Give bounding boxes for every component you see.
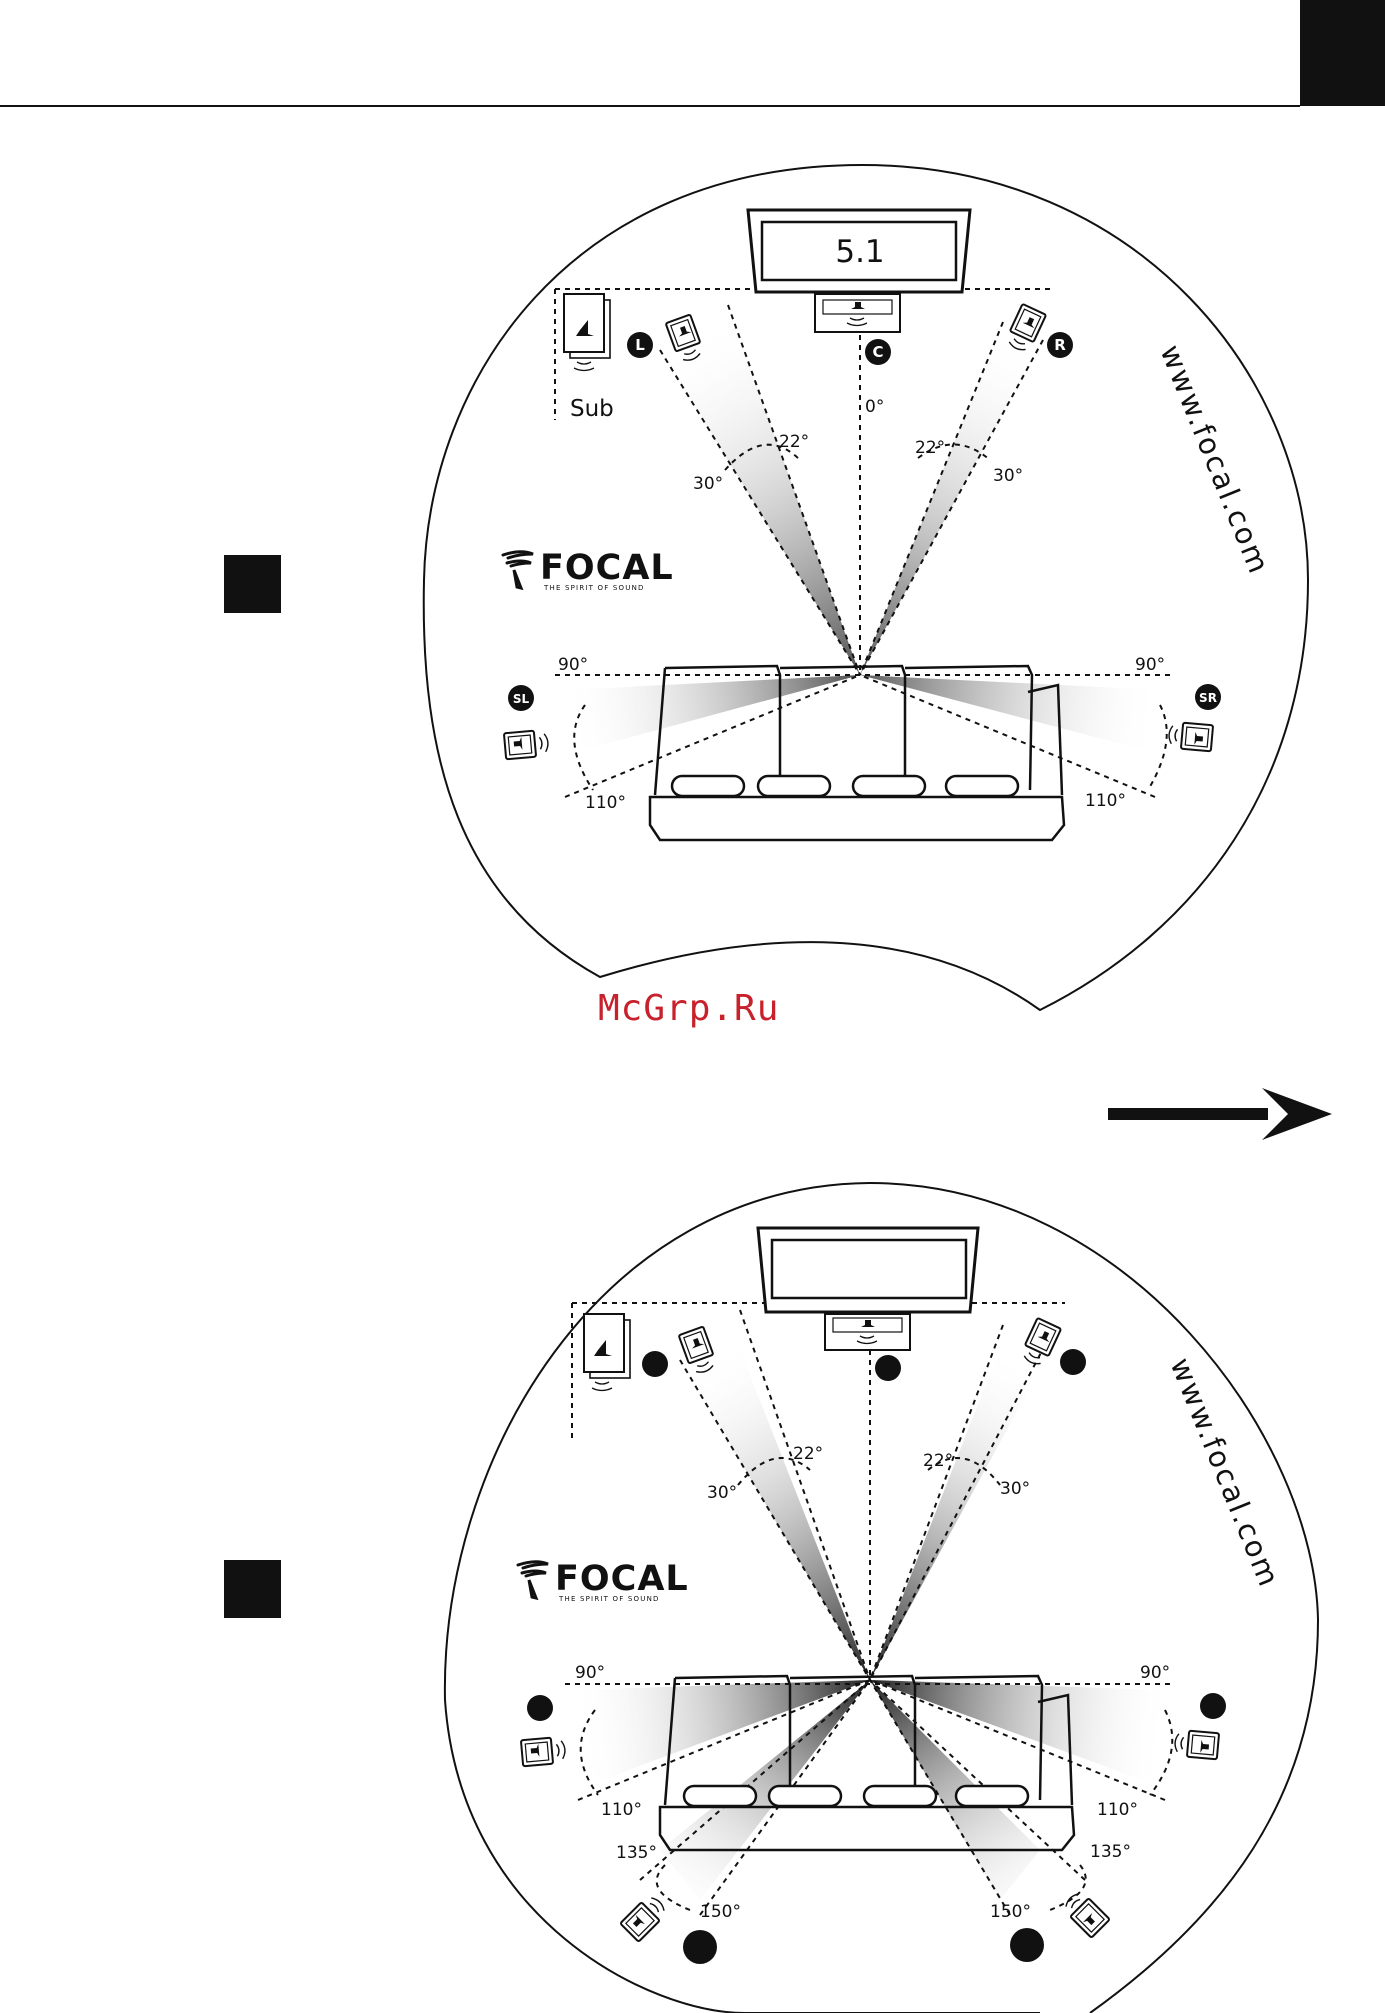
- speaker-surround-left-icon-2: [521, 1737, 566, 1767]
- tv-screen: 5.1: [748, 210, 970, 292]
- svg-text:R: R: [1054, 336, 1066, 354]
- badge-left-2: [642, 1351, 668, 1377]
- watermark: McGrp.Ru: [598, 988, 779, 1029]
- svg-text:SR: SR: [1199, 691, 1217, 705]
- page-tab-block: [1300, 0, 1385, 106]
- angle-side-left-110: 110°: [585, 793, 626, 813]
- brand-name: FOCAL: [540, 548, 674, 588]
- svg-text:C: C: [872, 343, 883, 361]
- screen-label: 5.1: [835, 234, 884, 270]
- angle-front-right-inner-2: 22°: [923, 1451, 953, 1471]
- svg-text:L: L: [635, 336, 645, 354]
- badge-surround-right-2: [1200, 1693, 1226, 1719]
- focal-logo-icon-2: [518, 1562, 548, 1598]
- badge-surround-left-2: [527, 1695, 553, 1721]
- brand-tagline: THE SPIRIT OF SOUND: [543, 584, 645, 592]
- angle-side-right-110: 110°: [1085, 791, 1126, 811]
- angle-center: 0°: [865, 397, 884, 417]
- angle-side-left-90-2: 90°: [575, 1663, 605, 1683]
- angle-front-left-inner-2: 22°: [793, 1444, 823, 1464]
- diagram-5-1: 5.1 Sub L C R SL SR 0° 30° 22° 22°: [424, 165, 1308, 1010]
- speaker-surround-right-icon-2: [1174, 1730, 1219, 1760]
- badge-back-left-2: [683, 1930, 717, 1964]
- speaker-back-right-icon-2: [1061, 1889, 1110, 1938]
- beam-side-left: [565, 675, 860, 755]
- subwoofer-icon: [564, 294, 610, 371]
- angle-front-left-outer: 30°: [693, 474, 723, 494]
- url-text-2: www.focal.com: [1164, 1353, 1287, 1593]
- angle-back-right-135-2: 135°: [1090, 1842, 1131, 1862]
- arrow-right-icon: [1108, 1088, 1332, 1140]
- badge-center-2: [875, 1355, 901, 1381]
- angle-front-left-outer-2: 30°: [707, 1483, 737, 1503]
- svg-text:SL: SL: [513, 692, 530, 706]
- sub-label: Sub: [570, 396, 614, 422]
- angle-back-left-135-2: 135°: [616, 1843, 657, 1863]
- brand-tagline-2: THE SPIRIT OF SOUND: [558, 1595, 660, 1603]
- angle-back-right-150-2: 150°: [990, 1902, 1031, 1922]
- section-marker-top: [224, 555, 281, 613]
- badge-right: R: [1047, 332, 1073, 358]
- badge-center: C: [865, 339, 891, 365]
- focal-logo-icon: [503, 552, 533, 588]
- beam-front-left-2: [680, 1350, 870, 1680]
- section-marker-bottom: [224, 1560, 281, 1618]
- badge-right-2: [1060, 1349, 1086, 1375]
- angle-front-left-inner: 22°: [779, 432, 809, 452]
- front-left-22-line-2: [740, 1310, 870, 1680]
- angle-side-right-90: 90°: [1135, 655, 1165, 675]
- angle-side-left-110-2: 110°: [601, 1800, 642, 1820]
- badge-surround-right: SR: [1195, 684, 1221, 710]
- subwoofer-icon-2: [584, 1314, 630, 1391]
- badge-back-right-2: [1010, 1928, 1044, 1962]
- back-right-arc-2: [1050, 1865, 1086, 1910]
- angle-front-right-outer: 30°: [993, 466, 1023, 486]
- angle-front-right-inner: 22°: [915, 438, 945, 458]
- center-speaker-icon-2: [825, 1314, 910, 1350]
- brand-name-2: FOCAL: [555, 1559, 689, 1599]
- badge-surround-left: SL: [508, 685, 534, 711]
- speaker-surround-left-icon: [504, 730, 549, 760]
- angle-side-right-90-2: 90°: [1140, 1663, 1170, 1683]
- beam-front-right: [860, 322, 1043, 675]
- speaker-back-left-icon-2: [620, 1893, 669, 1942]
- center-speaker-icon: [815, 294, 900, 332]
- front-right-22-line: [860, 322, 1003, 675]
- angle-back-left-150-2: 150°: [700, 1902, 741, 1922]
- speaker-surround-right-icon: [1168, 722, 1213, 752]
- url-text: www.focal.com: [1154, 340, 1277, 580]
- badge-left: L: [627, 332, 653, 358]
- angle-side-right-110-2: 110°: [1097, 1800, 1138, 1820]
- tv-screen-2: [758, 1228, 978, 1312]
- angle-side-left-90: 90°: [558, 655, 588, 675]
- diagram-7-1: 30° 22° 22° 30° 90° 110° 90° 110° 135° 1…: [445, 1183, 1318, 2013]
- angle-front-right-outer-2: 30°: [1000, 1479, 1030, 1499]
